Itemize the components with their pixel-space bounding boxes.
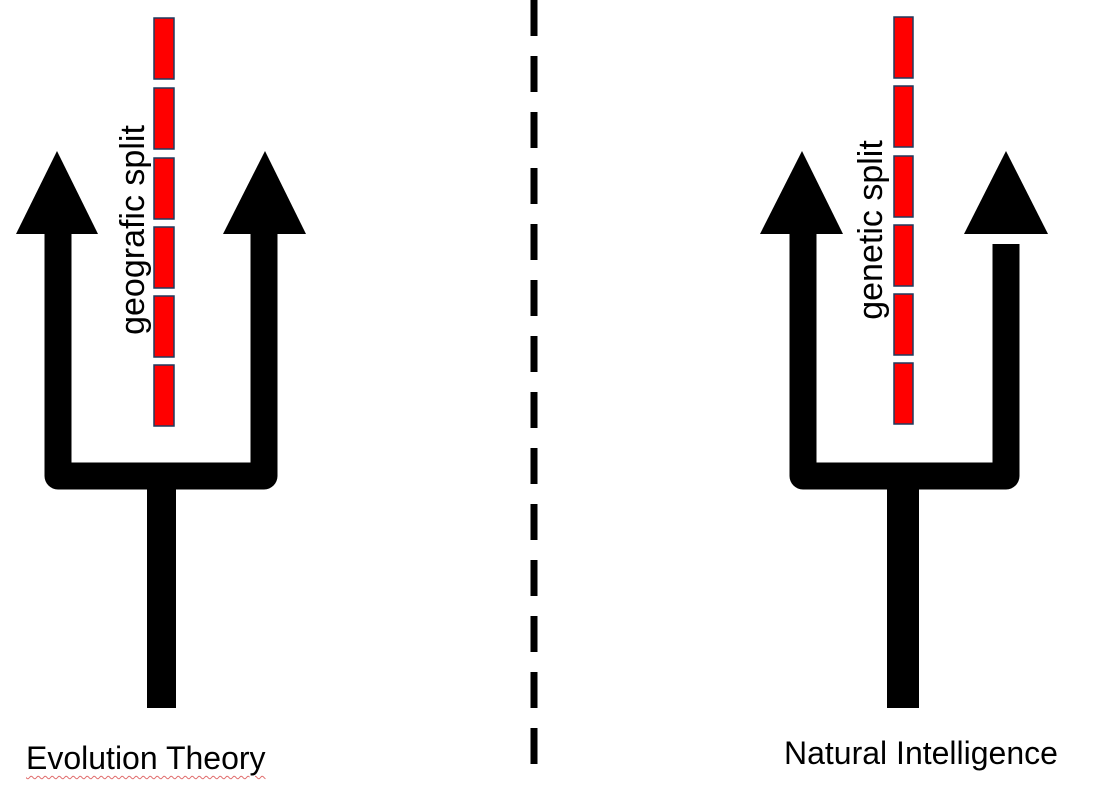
left-caption: Evolution Theory xyxy=(26,740,266,776)
right-caption: Natural Intelligence xyxy=(784,735,1058,771)
left-split-segment xyxy=(153,17,175,80)
right-stem xyxy=(887,476,919,708)
right-split-label: genetic split xyxy=(852,140,890,320)
left-fork xyxy=(44,232,278,490)
left-split-segment xyxy=(153,87,175,150)
left-branch-diagram xyxy=(16,151,306,708)
left-split-segment xyxy=(153,226,175,289)
left-split-segment xyxy=(153,364,175,427)
right-split-segment xyxy=(893,293,914,356)
left-branch-arrowhead-left xyxy=(16,151,98,234)
right-split-segment xyxy=(893,85,914,148)
right-fork xyxy=(789,232,1020,490)
left-split-line xyxy=(153,17,175,427)
left-split-segment xyxy=(153,295,175,358)
left-branch-arrowhead-right xyxy=(223,151,306,234)
right-split-segment xyxy=(893,362,914,425)
right-split-line xyxy=(893,16,914,425)
left-split-segment xyxy=(153,157,175,220)
right-branch-arrowhead-right xyxy=(964,151,1048,234)
left-stem xyxy=(147,476,176,708)
right-branch-arrowhead-left xyxy=(760,151,843,234)
right-split-segment xyxy=(893,224,914,287)
right-split-segment xyxy=(893,16,914,79)
right-branch-diagram xyxy=(760,151,1048,708)
right-split-segment xyxy=(893,155,914,218)
left-split-label: geografic split xyxy=(114,125,152,335)
